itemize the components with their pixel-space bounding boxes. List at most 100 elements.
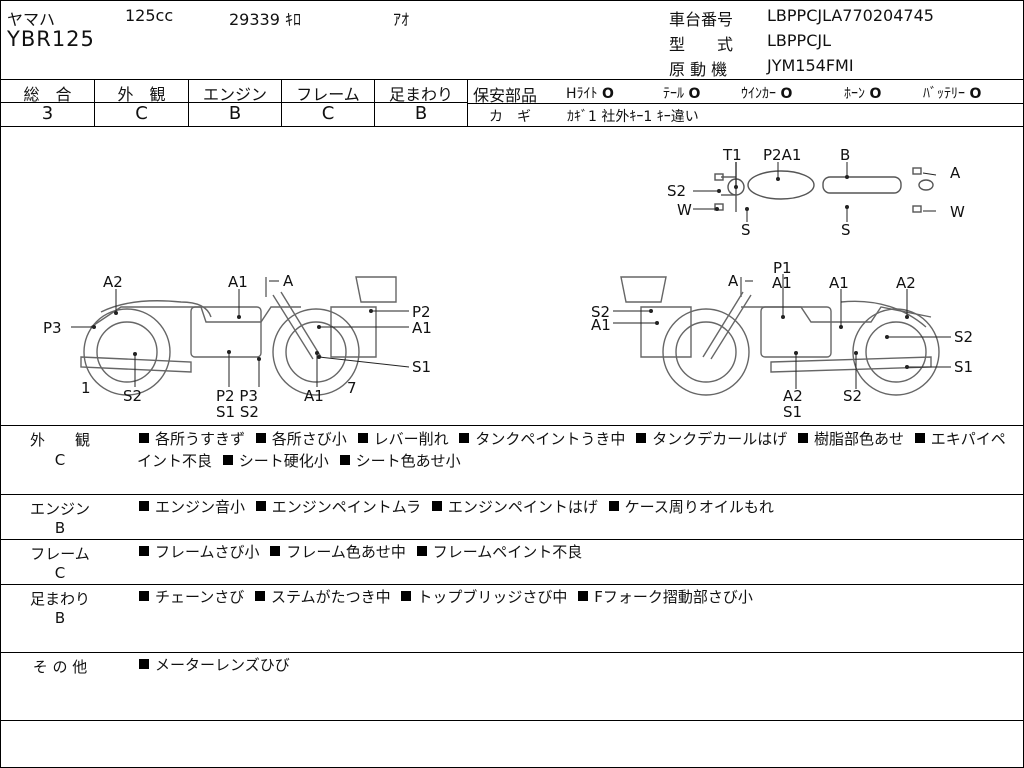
note-item: フレームさび小 <box>155 543 260 561</box>
label-p2: P2 <box>412 303 431 321</box>
label-t1: T1 <box>722 146 742 164</box>
type-label: 型 式 <box>669 35 734 54</box>
label-7: 7 <box>347 379 357 397</box>
safety-horn: ﾎｰﾝ O <box>844 86 882 102</box>
bullet-square-icon <box>797 433 808 443</box>
bullet-square-icon <box>139 433 149 443</box>
label-s1: S1 <box>783 403 802 421</box>
section-frame-label: フレーム <box>30 545 90 563</box>
note-item: チェーンさび <box>155 588 245 606</box>
bike-right-view <box>620 276 940 396</box>
label-a1: A1 <box>228 273 248 291</box>
engine-model-value: JYM154FMI <box>767 56 854 75</box>
label-a1: A1 <box>304 387 324 405</box>
grade-exterior-label: 外 観 <box>117 85 166 104</box>
label-a: A <box>950 164 961 182</box>
bike-left-view <box>80 276 397 396</box>
note-item: 樹脂部色あせ <box>813 430 904 448</box>
top-view-labels: T1 P2A1 B A S2 W S S W <box>667 146 965 239</box>
label-a1: A1 <box>591 316 611 334</box>
label-p2a1: P2A1 <box>763 146 801 164</box>
label-w: W <box>950 203 965 221</box>
displacement: 125cc <box>125 6 174 25</box>
left-view-labels: A2 A1 A P2 P3 A1 S1 1 S2 P2 P3 S1 S2 A1 … <box>43 272 432 421</box>
label-a1: A1 <box>772 274 792 292</box>
label-p3: P3 <box>43 319 62 337</box>
note-item: エンジンペイントムラ <box>271 498 422 516</box>
maker: ヤマハ <box>7 10 56 29</box>
label-a2: A2 <box>783 387 803 405</box>
label-a: A <box>283 272 294 290</box>
section-engine-label: エンジン <box>29 500 90 518</box>
bike-top-view <box>714 162 934 213</box>
note-item: トップブリッジさび中 <box>417 588 568 606</box>
label-s2: S2 <box>123 387 142 405</box>
label-s2: S2 <box>667 182 686 200</box>
note-item: 各所うすきず <box>155 430 246 448</box>
label-1: 1 <box>81 379 91 397</box>
label-s2: S2 <box>954 328 973 346</box>
note-item: シート色あせ小 <box>355 452 461 470</box>
frame-number-label: 車台番号 <box>669 10 734 29</box>
damage-points <box>92 175 909 369</box>
note-item: ケース周りオイルもれ <box>624 498 774 516</box>
label-s1: S1 <box>412 358 431 376</box>
bullet-square-icon <box>401 591 412 601</box>
grade-frame-value: C <box>321 103 335 124</box>
bullet-square-icon <box>459 433 470 443</box>
section-exterior-grade: C <box>54 451 66 469</box>
bullet-square-icon <box>578 591 589 601</box>
bullet-square-icon <box>416 546 427 556</box>
note-item: エンジンペイントはげ <box>447 498 598 516</box>
label-b: B <box>840 146 850 164</box>
grade-frame-label: フレーム <box>296 85 360 104</box>
bullet-square-icon <box>339 455 350 465</box>
section-suspension-grade: B <box>54 609 66 627</box>
note-item: ステムがたつき中 <box>271 588 391 606</box>
bullet-square-icon <box>255 591 266 601</box>
bullet-square-icon <box>914 433 925 443</box>
label-s: S <box>841 221 851 239</box>
label-p2-p3: P2 P3 <box>216 387 258 405</box>
note-item: フレーム色あせ中 <box>286 543 406 561</box>
grade-engine-label: エンジン <box>202 85 267 104</box>
bullet-square-icon <box>255 501 266 511</box>
section-frame-notes: フレームさび小 フレーム色あせ中 フレームペイント不良 <box>137 541 1017 563</box>
note-item: エンジン音小 <box>155 498 246 516</box>
label-s2: S2 <box>843 387 862 405</box>
grade-exterior-value: C <box>135 103 148 124</box>
note-item: タンクペイントうき中 <box>475 430 626 448</box>
grade-overall-value: 3 <box>41 103 54 124</box>
bullet-square-icon <box>139 501 149 511</box>
bullet-square-icon <box>357 433 368 443</box>
label-a2: A2 <box>896 274 916 292</box>
section-exterior-notes: 各所うすきず 各所さび小 レバー削れ タンクペイントうき中 タンクデカールはげ … <box>137 428 1017 472</box>
note-item: シート硬化小 <box>238 452 329 470</box>
bullet-square-icon <box>636 433 647 443</box>
note-item: レバー削れ <box>373 430 449 448</box>
grade-overall-label: 総 合 <box>23 85 72 104</box>
engine-model-label: 原 動 機 <box>669 60 728 79</box>
note-item: メーターレンズひび <box>155 656 290 674</box>
label-s1: S1 <box>954 358 973 376</box>
bullet-square-icon <box>139 659 149 669</box>
label-a2: A2 <box>103 273 123 291</box>
bullet-square-icon <box>222 455 233 465</box>
safety-battery: ﾊﾞｯﾃﾘｰ O <box>923 86 982 102</box>
safety-winker: ｳｲﾝｶｰ O <box>741 86 793 102</box>
label-s1-s2: S1 S2 <box>216 403 259 421</box>
section-suspension-label: 足まわり <box>29 590 90 608</box>
label-a1: A1 <box>829 274 849 292</box>
color: ｱｵ <box>393 10 410 29</box>
key-value: ｶｷﾞ1 社外ｷｰ1 ｷｰ違い <box>567 109 699 125</box>
section-suspension-notes: チェーンさび ステムがたつき中 トップブリッジさび中 Fフォーク摺動部さび小 <box>137 586 1017 608</box>
grade-suspension-value: B <box>414 103 428 124</box>
section-other-notes: メーターレンズひび <box>137 654 1017 676</box>
bullet-square-icon <box>270 546 281 556</box>
mileage: 29339 ｷﾛ <box>229 10 301 29</box>
type-value: LBPPCJL <box>767 31 831 50</box>
label-a1: A1 <box>412 319 432 337</box>
section-frame-grade: C <box>54 564 66 582</box>
bullet-square-icon <box>608 501 619 511</box>
